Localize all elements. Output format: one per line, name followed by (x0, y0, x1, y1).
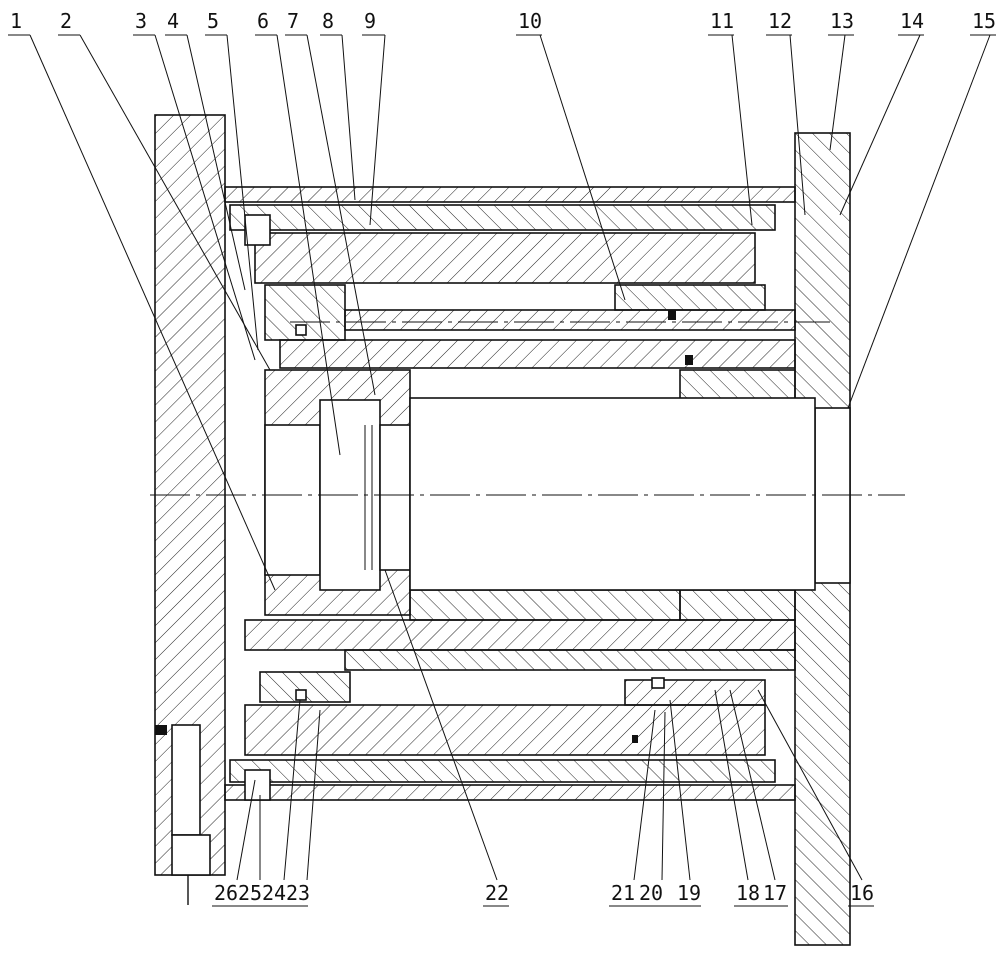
part-label-22: 22 (485, 881, 509, 905)
bottom-part-labels: 26 25 24 23 22 21 20 19 18 17 16 (212, 881, 874, 906)
part-label-13: 13 (830, 9, 854, 33)
top-part-labels: 1 2 3 4 5 6 7 8 9 10 11 12 13 14 15 (8, 9, 996, 35)
part-label-5: 5 (207, 9, 219, 33)
part-label-6: 6 (257, 9, 269, 33)
part-label-8: 8 (322, 9, 334, 33)
part-label-9: 9 (364, 9, 376, 33)
part-label-14: 14 (900, 9, 924, 33)
part-label-3: 3 (135, 9, 147, 33)
part-label-18: 18 (736, 881, 760, 905)
part-label-19: 19 (677, 881, 701, 905)
part-label-11: 11 (710, 9, 734, 33)
part-label-16: 16 (850, 881, 874, 905)
part-label-17: 17 (763, 881, 787, 905)
part-label-2: 2 (60, 9, 72, 33)
part-label-1: 1 (10, 9, 22, 33)
part-label-24: 24 (262, 881, 286, 905)
left-flange-plate (155, 115, 225, 905)
part-label-23: 23 (286, 881, 310, 905)
part-label-7: 7 (287, 9, 299, 33)
part-label-12: 12 (768, 9, 792, 33)
part-label-10: 10 (518, 9, 542, 33)
part-label-21: 21 (611, 881, 635, 905)
part-label-20: 20 (639, 881, 663, 905)
part-label-4: 4 (167, 9, 179, 33)
part-label-15: 15 (972, 9, 996, 33)
part-label-25: 25 (238, 881, 262, 905)
part-label-26: 26 (214, 881, 238, 905)
